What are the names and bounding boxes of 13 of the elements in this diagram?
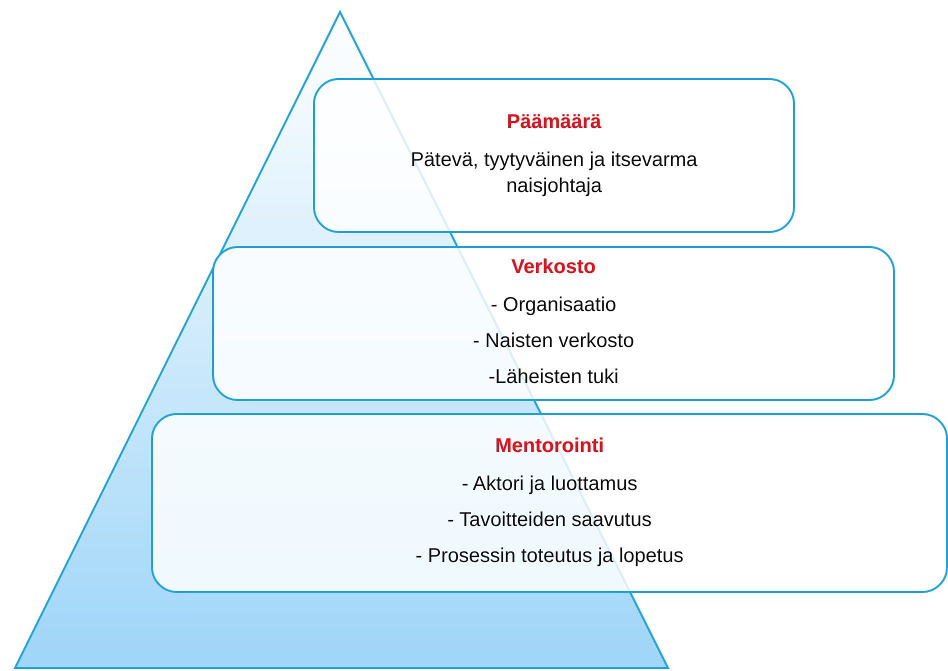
box-heading: Päämäärä bbox=[506, 110, 602, 134]
box-text: - Aktori ja luottamus bbox=[462, 472, 638, 497]
box-text: Pätevä, tyytyväinen ja itsevarma naisjohtaja bbox=[410, 148, 698, 198]
box-text: - Tavoitteiden saavutus bbox=[447, 508, 652, 533]
network-box bbox=[212, 246, 895, 401]
box-heading: Verkosto bbox=[511, 256, 596, 278]
box-text: -Läheisten tuki bbox=[488, 364, 619, 390]
box-text: - Organisaatio bbox=[490, 292, 616, 318]
goal-box bbox=[313, 78, 795, 233]
box-heading: Mentorointi bbox=[495, 435, 604, 458]
mentoring-box bbox=[151, 413, 948, 593]
box-text: - Prosessin toteutus ja lopetus bbox=[416, 544, 684, 569]
box-text: - Naisten verkosto bbox=[472, 328, 634, 354]
